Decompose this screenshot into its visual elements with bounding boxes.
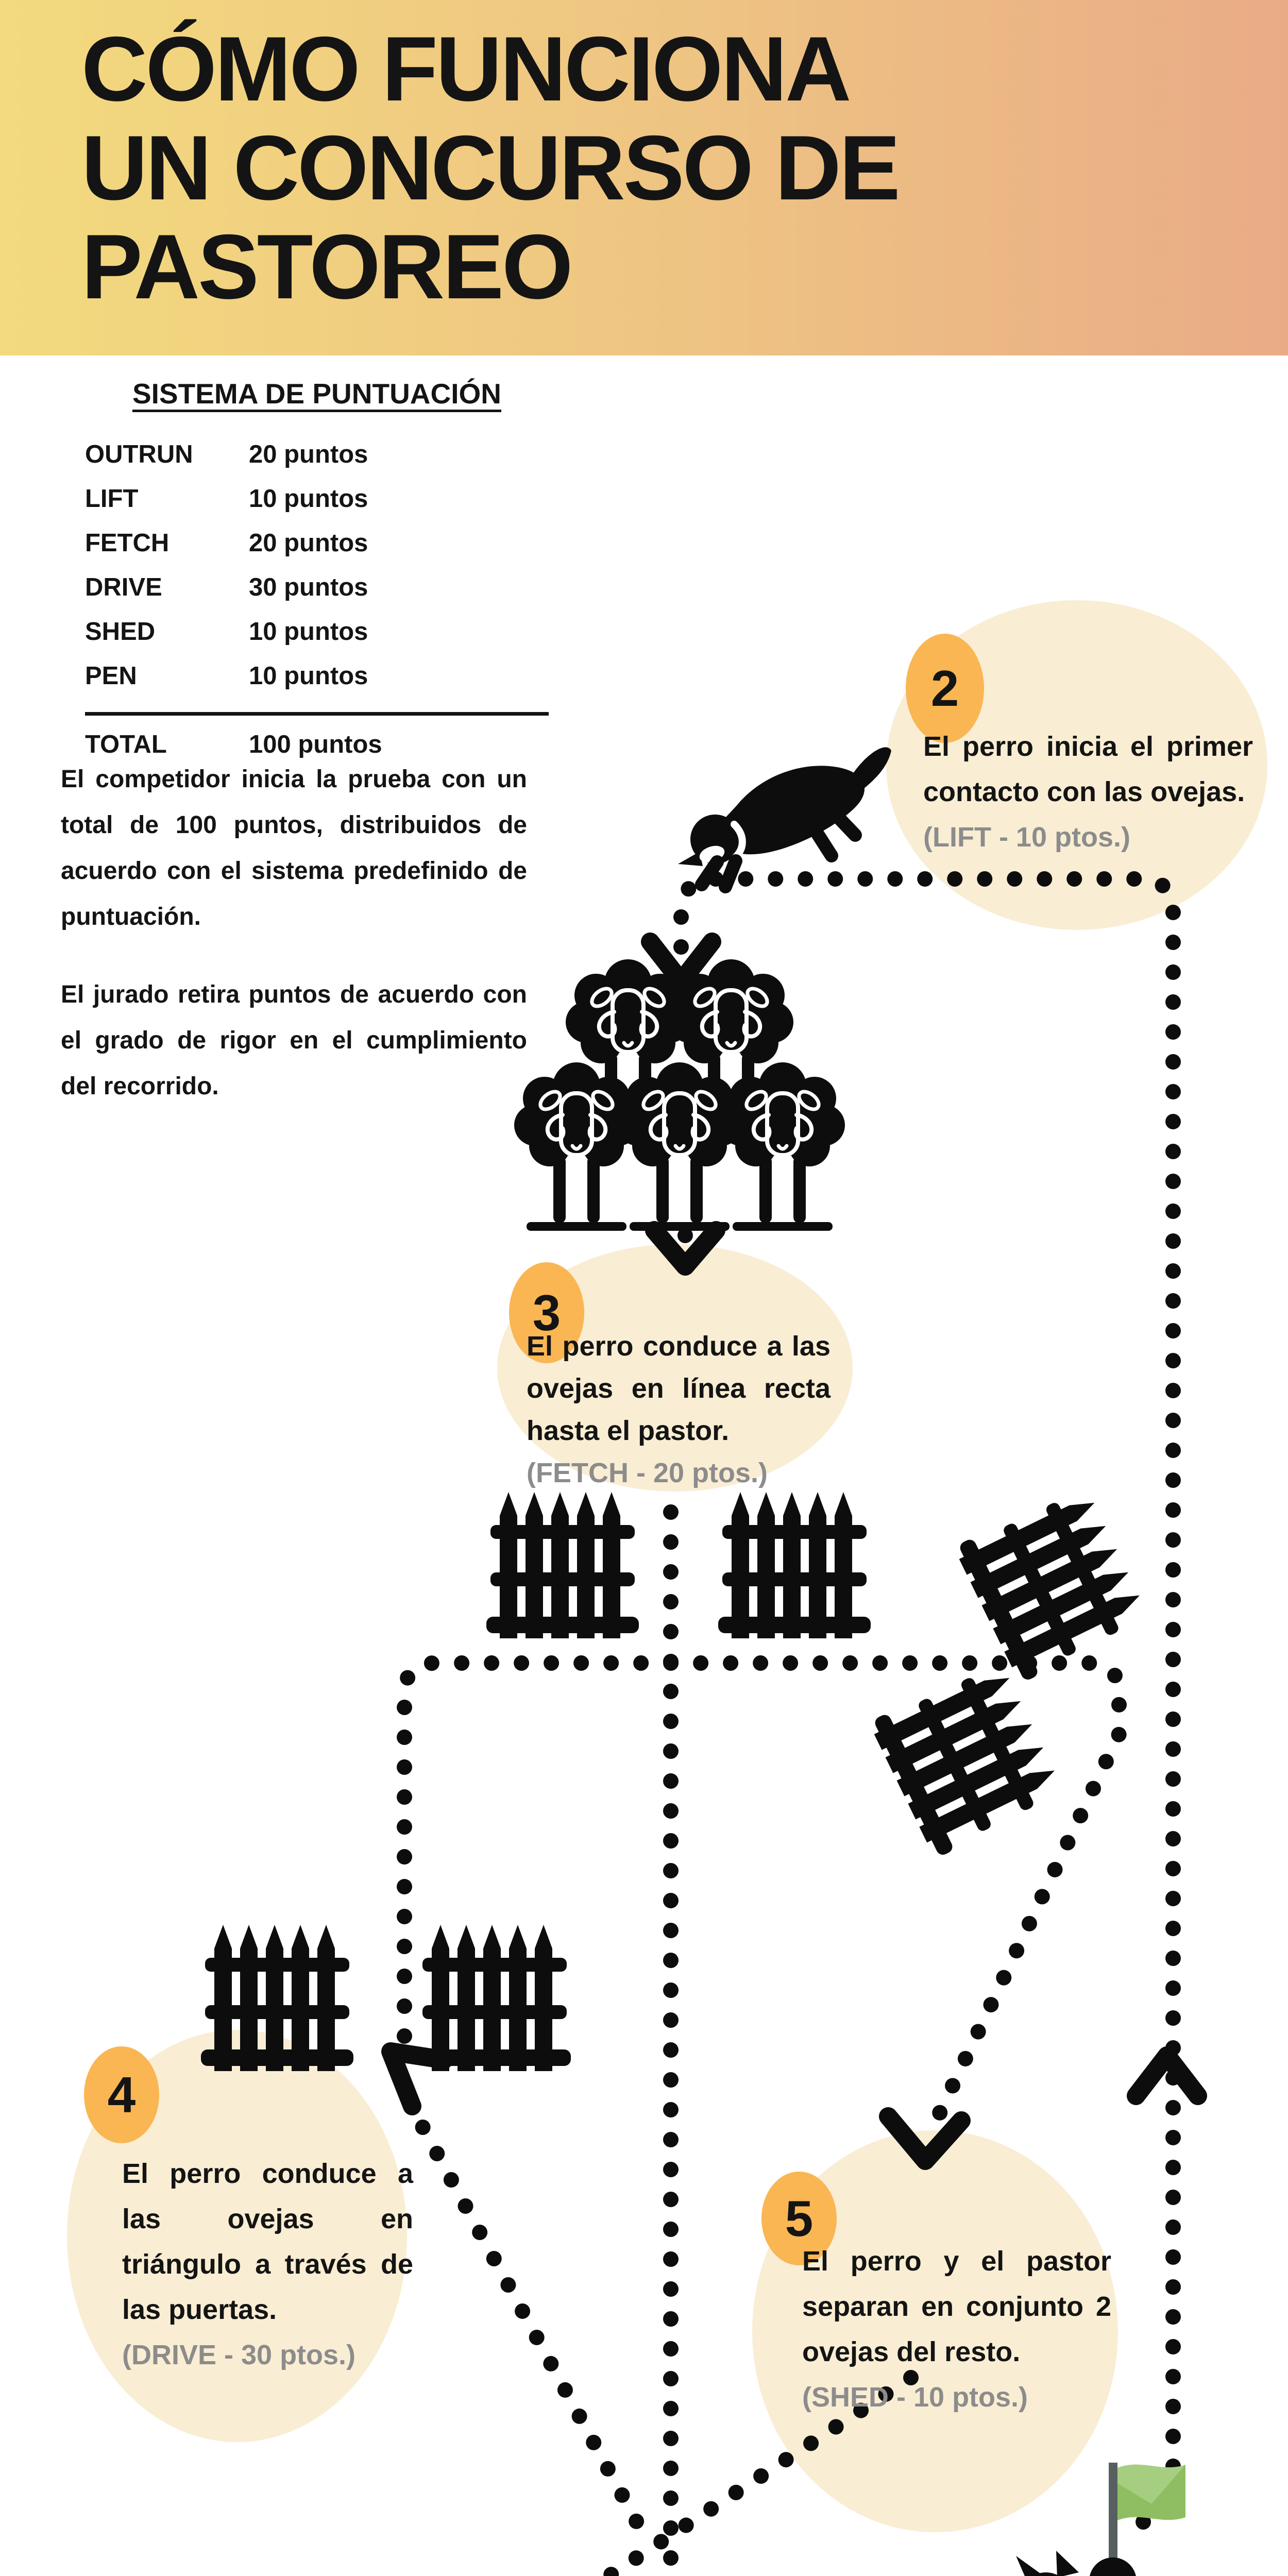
score-row-lift: LIFT 10 puntos — [85, 485, 368, 513]
step-text-4: El perro conduce a las ovejas en triángu… — [122, 2151, 413, 2378]
step-number-badge-4: 4 — [84, 2046, 159, 2143]
step-number-badge-2: 2 — [906, 634, 984, 743]
step-description: El perro y el pastor separan en conjunto… — [802, 2246, 1111, 2367]
path-drive-diagonal — [401, 2093, 653, 2545]
border-collie-rearing-icon — [1016, 2551, 1079, 2576]
score-row-outrun: OUTRUN 20 puntos — [85, 440, 368, 468]
score-row-total: TOTAL 100 puntos — [85, 731, 382, 758]
intro-paragraph-1: El competidor inicia la prueba con un to… — [61, 766, 527, 930]
intro-paragraph-2: El jurado retira puntos de acuerdo con e… — [61, 981, 527, 1100]
step-number-badge-3: 3 — [509, 1262, 584, 1363]
step-text-2: El perro inicia el primer contacto con l… — [923, 724, 1253, 860]
header-gradient: CÓMO FUNCIONA UN CONCURSO DE PASTOREO — [0, 0, 1288, 355]
intro-paragraphs: El competidor inicia la prueba con un to… — [61, 756, 527, 1141]
title-line-2: UN CONCURSO DE — [81, 116, 901, 219]
total-divider — [85, 712, 549, 716]
step-description: El perro conduce a las ovejas en línea r… — [527, 1331, 831, 1446]
sheep-flock-icon — [514, 959, 845, 1231]
step-score: (DRIVE - 30 ptos.) — [122, 2340, 356, 2370]
step-score: (LIFT - 10 ptos.) — [923, 822, 1130, 853]
scoring-rows: OUTRUN 20 puntos LIFT 10 puntos FETCH 20… — [85, 440, 549, 759]
path-flag-tail — [1126, 2492, 1171, 2540]
page-title: CÓMO FUNCIONA UN CONCURSO DE PASTOREO — [81, 18, 901, 318]
title-line-1: CÓMO FUNCIONA — [81, 18, 852, 120]
scoring-panel: SISTEMA DE PUNTUACIÓN OUTRUN 20 puntos L… — [85, 377, 549, 774]
arrow-up-outrun-icon — [1127, 2046, 1207, 2105]
picket-fence-icon — [201, 1492, 871, 2071]
step-description: El perro conduce a las ovejas en triángu… — [122, 2158, 413, 2325]
score-row-shed: SHED 10 puntos — [85, 618, 368, 646]
step-score: (FETCH - 20 ptos.) — [527, 1458, 768, 1488]
green-flag-icon — [1090, 2463, 1185, 2576]
step-score: (SHED - 10 ptos.) — [802, 2382, 1028, 2413]
path-drive-top — [397, 1655, 1127, 2147]
step-description: El perro inicia el primer contacto con l… — [923, 731, 1253, 807]
step-number-badge-5: 5 — [761, 2172, 837, 2265]
score-row-pen: PEN 10 puntos — [85, 662, 368, 690]
score-row-fetch: FETCH 20 puntos — [85, 529, 368, 557]
score-row-drive: DRIVE 30 puntos — [85, 573, 368, 601]
arrow-up-left-gates-icon — [381, 2042, 453, 2115]
rotated-fence-icon — [868, 1483, 1152, 1859]
step-text-5: El perro y el pastor separan en conjunto… — [802, 2239, 1111, 2420]
arrow-down-to-sheep-icon — [641, 933, 721, 991]
scoring-heading: SISTEMA DE PUNTUACIÓN — [132, 378, 502, 410]
title-line-3: PASTOREO — [81, 215, 573, 318]
step-text-3: El perro conduce a las ovejas en línea r… — [527, 1325, 831, 1494]
border-collie-jumping-icon — [678, 747, 891, 893]
